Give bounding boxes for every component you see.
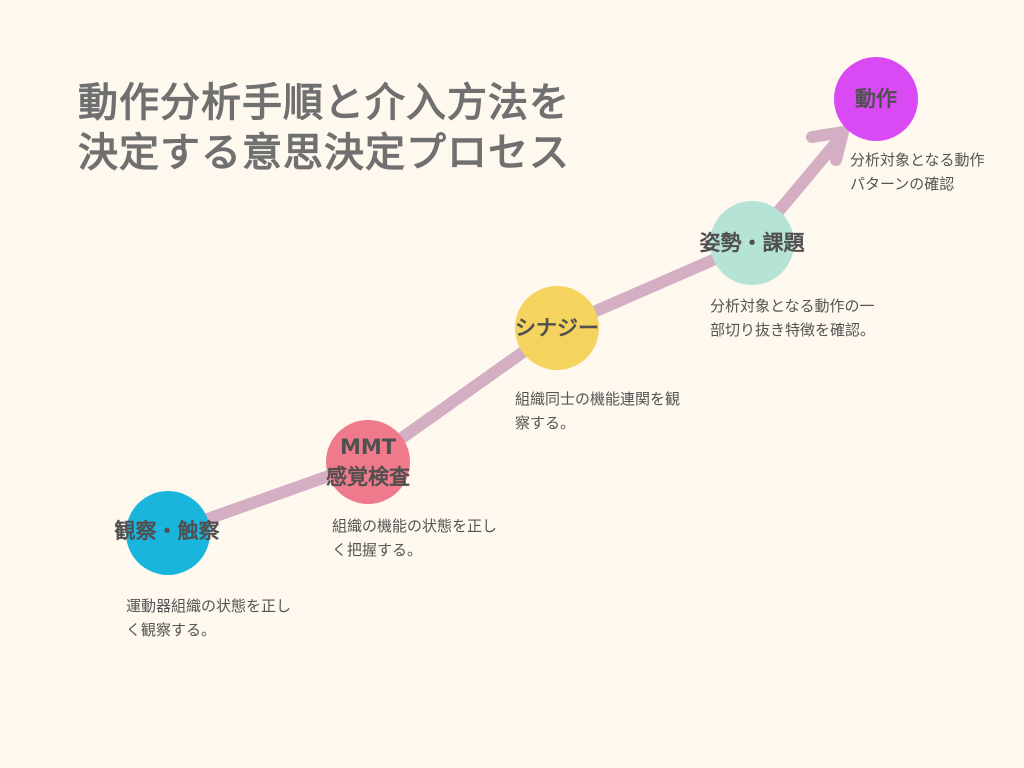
step-label-observation: 観察・触察 <box>114 519 220 543</box>
step-node-observation <box>126 491 210 575</box>
step-description-posture: 分析対象となる動作の一 部切り抜き特徴を確認。 <box>710 297 876 339</box>
page-title: 動作分析手順と介入方法を 決定する意思決定プロセス <box>78 78 570 178</box>
step-description-mmt: 組織の機能の状態を正し く把握する。 <box>332 517 498 559</box>
step-label-mmt-line2: 感覚検査 <box>326 465 410 489</box>
arrow-head-icon <box>806 126 849 166</box>
step-label-mmt-line1: MMT <box>339 435 397 459</box>
title-line-2: 決定する意思決定プロセス <box>78 130 570 176</box>
step-label-posture: 姿勢・課題 <box>699 231 805 255</box>
step-node-synergy <box>515 286 599 370</box>
step-description-movement: 分析対象となる動作 パターンの確認 <box>850 151 985 193</box>
step-node-movement <box>834 57 918 141</box>
step-description-synergy: 組織同士の機能連関を観 察する。 <box>515 390 681 432</box>
step-label-movement: 動作 <box>855 87 897 111</box>
title-line-1: 動作分析手順と介入方法を <box>78 80 570 126</box>
step-description-observation: 運動器組織の状態を正し く観察する。 <box>126 597 292 639</box>
step-node-mmt <box>326 420 410 504</box>
step-label-mmt: MMT 感覚検査 <box>326 432 410 492</box>
step-node-posture <box>710 201 794 285</box>
step-label-synergy: シナジー <box>515 316 599 340</box>
